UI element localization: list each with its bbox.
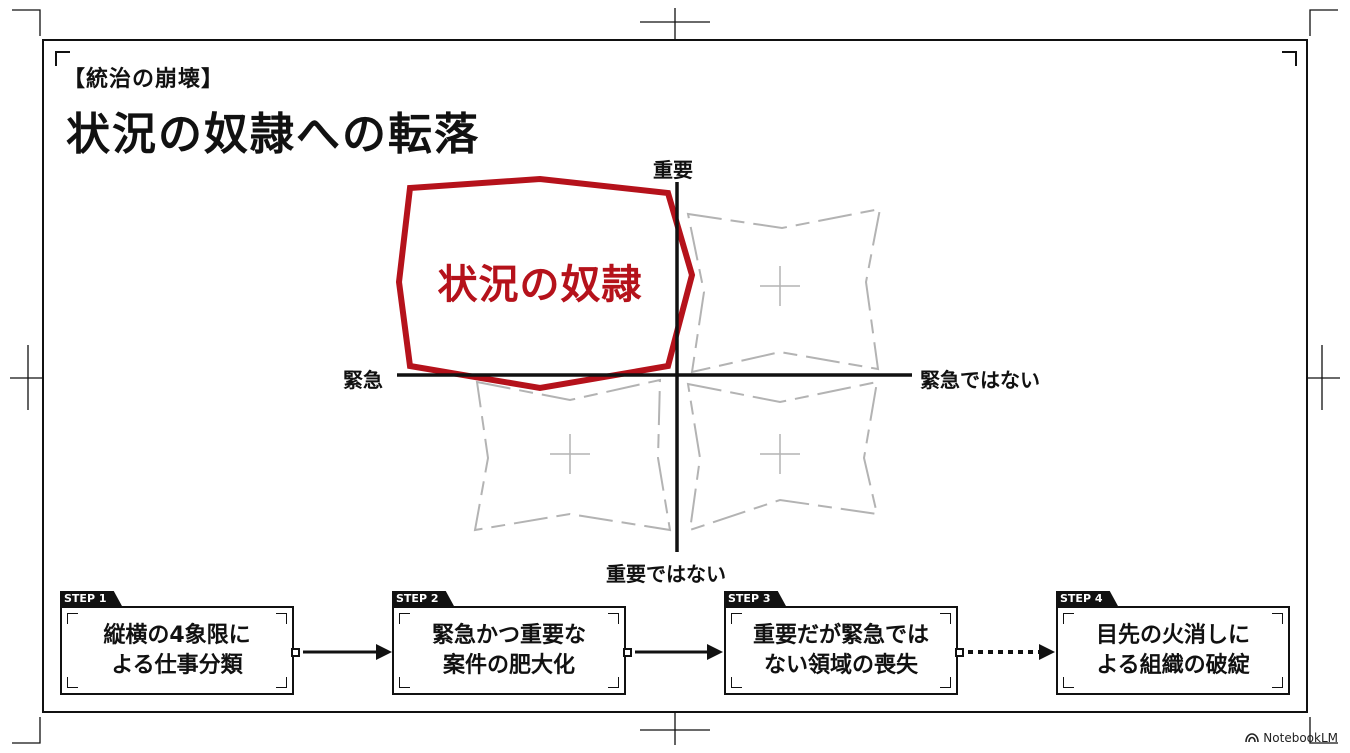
step-4-text: 目先の火消しに よる組織の破綻 <box>1095 622 1250 678</box>
highlight-quadrant-label: 状況の奴隷 <box>437 262 643 308</box>
step-1-text: 縦横の4象限に よる仕事分類 <box>103 622 251 678</box>
axis-label-not-important: 重要ではない <box>606 562 726 586</box>
step-2-tab: STEP 2 <box>392 591 455 607</box>
axis-label-urgent: 緊急 <box>343 368 383 392</box>
step-4-tab: STEP 4 <box>1056 591 1119 607</box>
step-3-text: 重要だが緊急では ない領域の喪失 <box>752 622 929 678</box>
brand-watermark: NotebookLM <box>1245 731 1338 745</box>
axis-label-important: 重要 <box>653 158 693 182</box>
axis-label-not-urgent: 緊急ではない <box>920 368 1040 392</box>
page-title: 状況の奴隷への転落 <box>66 109 480 160</box>
section-tag: 【統治の崩壊】 <box>63 67 225 92</box>
step-1-tab: STEP 1 <box>60 591 123 607</box>
step-4-box: 目先の火消しに よる組織の破綻 <box>1056 606 1290 695</box>
step-1-box: 縦横の4象限に よる仕事分類 <box>60 606 294 695</box>
step-2-connector <box>623 648 632 657</box>
notebooklm-logo-icon <box>1245 733 1260 743</box>
brand-name: NotebookLM <box>1263 731 1338 745</box>
step-3-tab: STEP 3 <box>724 591 787 607</box>
step-3-box: 重要だが緊急では ない領域の喪失 <box>724 606 958 695</box>
step-3-connector <box>955 648 964 657</box>
crop-marks <box>10 8 1340 745</box>
step-2-box: 緊急かつ重要な 案件の肥大化 <box>392 606 626 695</box>
step-2-text: 緊急かつ重要な 案件の肥大化 <box>431 622 586 678</box>
step-1-connector <box>291 648 300 657</box>
